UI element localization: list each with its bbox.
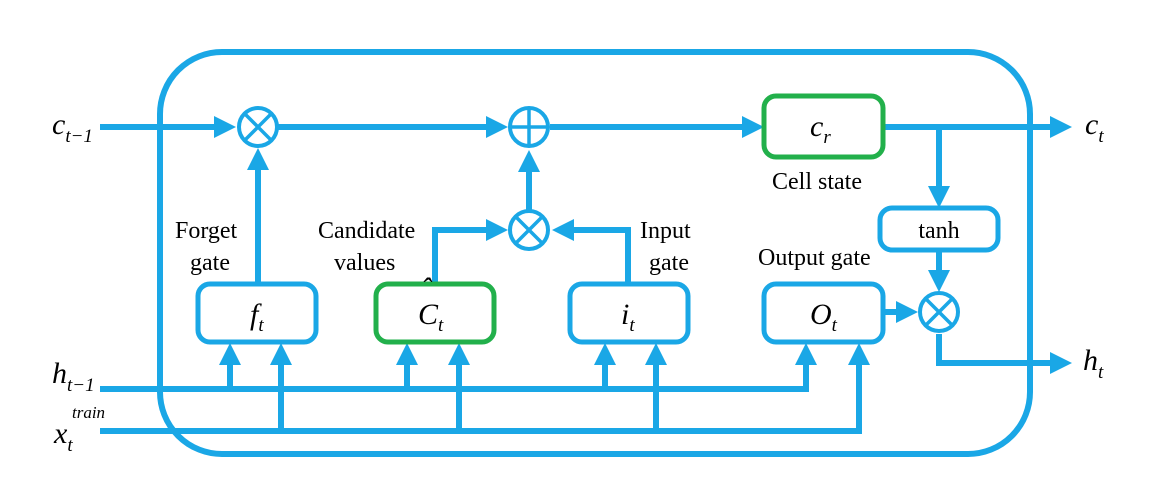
input-x-superscript: train	[72, 403, 105, 422]
input-gate-label-line2: gate	[649, 250, 689, 276]
candidate-symbol: Ct	[418, 298, 444, 336]
cell-state-symbol: cr	[810, 110, 831, 148]
input-gate-box	[567, 281, 691, 345]
input-multiply-icon	[508, 209, 550, 251]
tanh-box	[877, 205, 1001, 253]
cell-state-box	[761, 93, 886, 160]
cell-frame	[157, 49, 1033, 457]
forget-gate-label-line2: gate	[190, 250, 230, 276]
candidate-hat: ˆ	[421, 272, 433, 305]
candidate-label-line2: values	[334, 250, 395, 276]
output-gate-box	[761, 281, 886, 345]
output-c-t: ct	[1085, 108, 1104, 147]
input-x-train: xt	[53, 417, 73, 456]
cell-add-icon	[508, 106, 550, 148]
output-gate-label: Output gate	[758, 245, 871, 271]
output-multiply-icon	[918, 291, 960, 333]
input-gate-symbol: it	[621, 298, 635, 336]
input-gate-label-line1: Input	[640, 218, 691, 244]
forget-gate-label-line1: Forget	[175, 218, 238, 244]
input-h-prev: ht−1	[52, 357, 95, 396]
forget-gate-box	[195, 281, 319, 345]
tanh-label: tanh	[918, 218, 959, 244]
output-gate-symbol: Ot	[810, 298, 838, 336]
candidate-values-box	[373, 281, 497, 345]
candidate-label-line1: Candidate	[318, 218, 415, 244]
forget-multiply-icon	[237, 106, 279, 148]
connections	[100, 116, 1072, 434]
input-c-prev: ct−1	[52, 108, 93, 147]
output-h-t: ht	[1083, 344, 1104, 383]
cell-state-label: Cell state	[772, 169, 862, 195]
